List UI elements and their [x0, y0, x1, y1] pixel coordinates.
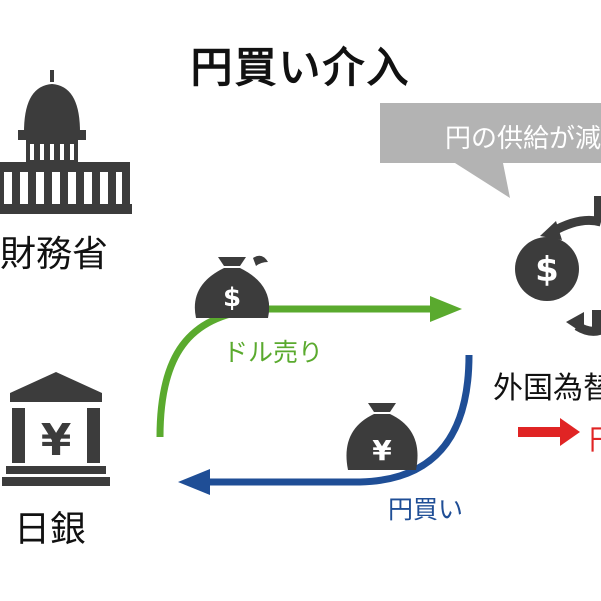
callout-bubble — [380, 103, 601, 198]
yen-money-bag-icon: ¥ — [346, 403, 418, 470]
dollar-sell-arrowhead — [430, 296, 462, 322]
mof-label: 財務省 — [0, 234, 109, 275]
boj-label: 日銀 — [14, 509, 87, 550]
yen-buy-arrow — [205, 354, 473, 486]
yen-buy-label: 円買い — [388, 495, 464, 524]
bank-yen-icon — [2, 372, 110, 486]
svg-text:¥: ¥ — [372, 434, 392, 467]
bank-yen-glyph: ¥ — [41, 415, 72, 466]
svg-text:$: $ — [223, 283, 241, 313]
capitol-building-icon — [0, 70, 132, 214]
fx-market-label: 外国為替 — [493, 371, 601, 406]
dollar-money-bag-icon: $ — [194, 255, 270, 318]
callout-text: 円の供給が減 — [445, 124, 601, 154]
currency-exchange-icon: $ — [515, 196, 601, 336]
result-label: 円 — [589, 418, 601, 458]
yen-buy-arrowhead — [178, 469, 210, 495]
dollar-sell-label: ドル売り — [223, 338, 324, 367]
page-title: 円買い介入 — [190, 43, 411, 92]
result-arrow — [518, 418, 580, 446]
svg-text:$: $ — [535, 250, 559, 290]
